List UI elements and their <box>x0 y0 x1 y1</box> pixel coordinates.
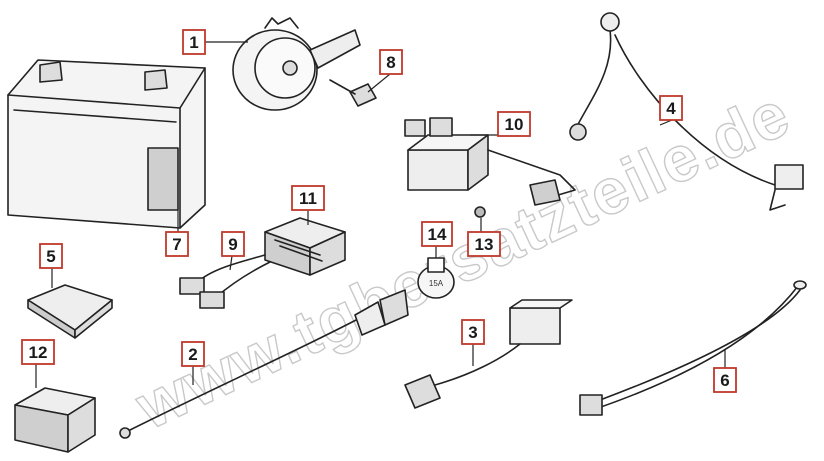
watermark-text: www.tgbersatzteile.de <box>125 77 801 443</box>
horn-icon <box>232 17 361 111</box>
ground-cable-icon <box>579 280 807 416</box>
fuse-rating-label: 15A <box>429 279 444 288</box>
wire-harness-icon <box>119 289 409 439</box>
callout-ground-cable: 6 <box>713 367 737 393</box>
callout-number: 9 <box>228 235 237 254</box>
fuse-icon <box>417 257 455 299</box>
callout-horn: 1 <box>182 29 206 55</box>
callout-nut: 13 <box>467 231 501 257</box>
callout-wire-harness-2: 2 <box>181 341 205 367</box>
callout-regulator-harness: 9 <box>221 231 245 257</box>
callout-box <box>39 243 63 269</box>
callout-fuse: 14 <box>421 221 453 247</box>
callout-box <box>713 367 737 393</box>
callout-box <box>291 185 325 211</box>
callout-box <box>467 231 501 257</box>
callout-pad: 5 <box>39 243 63 269</box>
callout-fuse-holder-wire: 3 <box>461 319 485 345</box>
battery-icon <box>7 59 206 229</box>
callout-number: 12 <box>29 343 48 362</box>
callout-positive-cable: 4 <box>659 95 683 121</box>
callout-box <box>165 231 189 257</box>
callout-number: 2 <box>188 345 197 364</box>
wire-connector-icon <box>179 254 271 309</box>
callout-number: 8 <box>386 53 395 72</box>
bolt-icon <box>329 79 377 107</box>
callout-number: 3 <box>468 323 477 342</box>
callout-number: 5 <box>46 247 55 266</box>
callout-box <box>182 29 206 55</box>
fuse-holder-icon <box>404 299 573 409</box>
callout-box <box>497 111 531 137</box>
callout-box <box>659 95 683 121</box>
callout-number: 11 <box>299 189 317 208</box>
callout-box <box>461 319 485 345</box>
pad-icon <box>27 284 113 339</box>
callout-battery: 7 <box>165 231 189 257</box>
nut-icon <box>474 206 486 218</box>
callout-foam-block: 12 <box>21 339 55 365</box>
callout-number: 10 <box>505 115 524 134</box>
foam-block-icon <box>14 387 96 453</box>
regulator-icon <box>264 217 346 276</box>
callout-box <box>379 49 403 75</box>
callout-number: 6 <box>720 371 729 390</box>
callout-relay: 10 <box>497 111 531 137</box>
callout-horn-bolt: 8 <box>379 49 403 75</box>
callout-regulator: 11 <box>291 185 325 211</box>
battery-cable-icon <box>569 12 804 211</box>
callout-number: 14 <box>428 225 447 244</box>
callout-number: 4 <box>666 99 676 118</box>
callout-box <box>421 221 453 247</box>
starter-relay-icon <box>404 117 576 206</box>
callout-number: 7 <box>172 235 181 254</box>
callout-box <box>181 341 205 367</box>
callout-number: 1 <box>189 33 198 52</box>
callout-box <box>21 339 55 365</box>
callout-number: 13 <box>475 235 494 254</box>
callout-box <box>221 231 245 257</box>
